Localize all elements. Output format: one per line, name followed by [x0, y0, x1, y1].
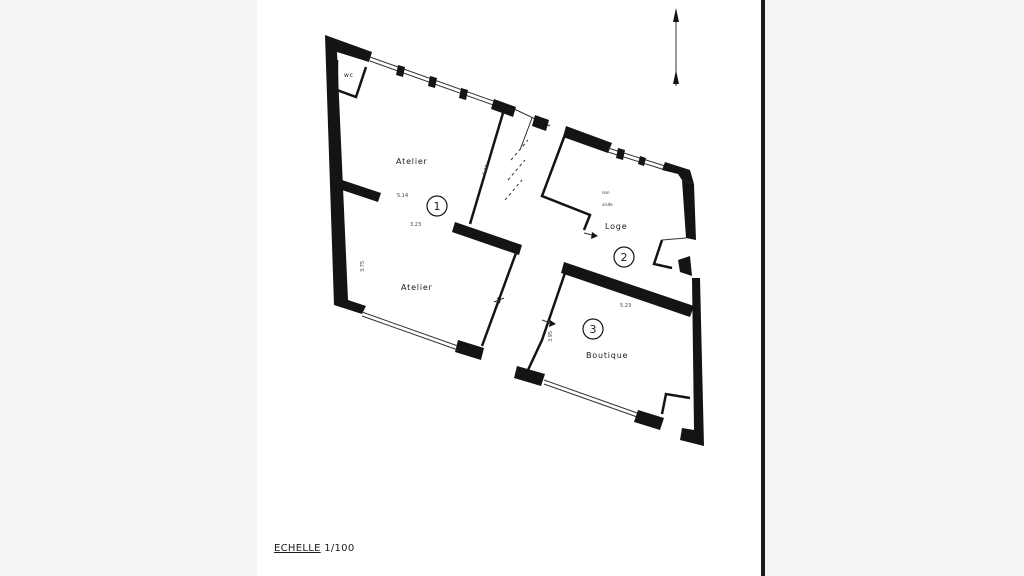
sheet-border	[761, 0, 765, 576]
room-number-3: 3	[582, 318, 604, 340]
room-number-1: 1	[426, 195, 448, 217]
dim-atelier-mid: 3.23	[410, 222, 421, 228]
dim-atelier-side: 3.75	[360, 261, 366, 272]
room-label-boutique: Boutique	[586, 351, 628, 360]
room-number-1-text: 1	[434, 200, 441, 213]
scale-prefix: ECHELLE	[274, 543, 321, 554]
room-number-2: 2	[613, 246, 635, 268]
room-number-3-text: 3	[590, 323, 597, 336]
atelier-walls	[325, 35, 551, 360]
scale-value: 1/100	[324, 543, 355, 554]
room-label-atelier-upper: Atelier	[396, 157, 428, 166]
loge-boutique-walls	[514, 126, 704, 446]
scale-label: ECHELLE 1/100	[274, 543, 355, 554]
dim-loge-small-2: visite	[602, 202, 613, 207]
dim-boutique-width: 5.23	[620, 303, 631, 309]
room-label-atelier-lower: Atelier	[401, 283, 433, 292]
room-label-loge: Loge	[605, 222, 627, 231]
dim-corridor: 4.40	[481, 164, 490, 177]
dim-boutique-side: 3.95	[548, 331, 554, 342]
dim-atelier-upper: 5.14	[397, 193, 408, 199]
dim-loge-small-1: non	[602, 190, 610, 195]
wc-label: wc	[344, 72, 354, 79]
north-arrow-icon	[673, 8, 679, 86]
room-number-2-text: 2	[621, 251, 628, 264]
